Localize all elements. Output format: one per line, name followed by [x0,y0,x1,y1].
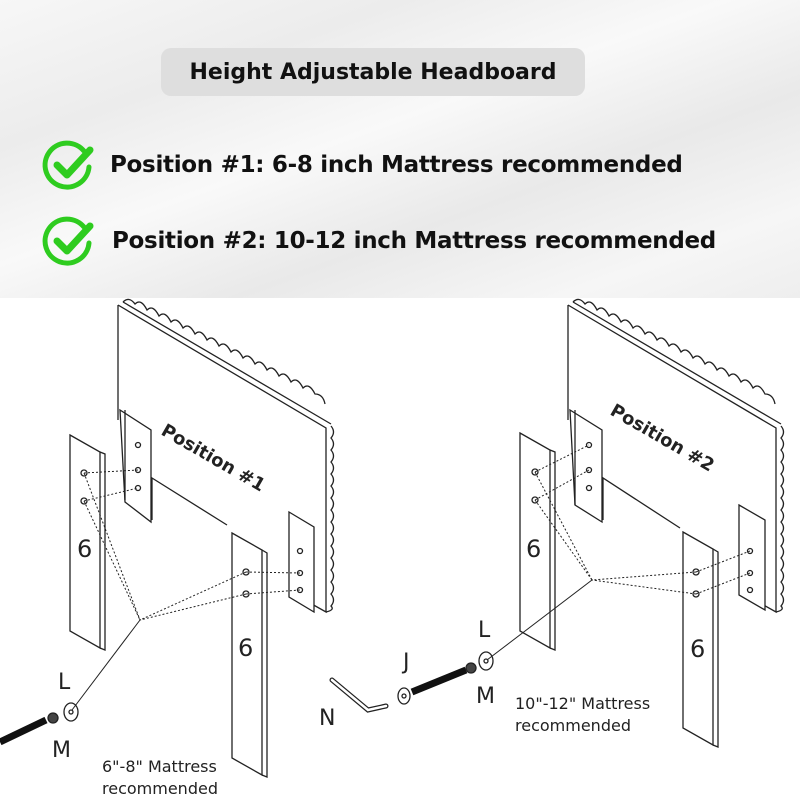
mattress-note-line1: 6"-8" Mattress [102,757,217,776]
part-label-m: M [476,684,495,709]
feature-text: Position #1: 6-8 inch Mattress recommend… [110,152,683,178]
check-circle-icon [42,216,94,266]
allen-key-icon [329,677,389,713]
part-label-l: L [478,618,491,643]
leg-label: 6 [690,635,706,663]
part-label-l: L [58,670,71,695]
leg-label: 6 [77,535,93,563]
mattress-note-line1: 10"-12" Mattress [515,694,651,713]
feature-item-position-1: Position #1: 6-8 inch Mattress recommend… [40,137,683,193]
feature-text: Position #2: 10-12 inch Mattress recomme… [112,228,716,254]
right-assembly [329,298,785,748]
feature-item-position-2: Position #2: 10-12 inch Mattress recomme… [40,213,716,269]
scallop-top-edge-icon [122,298,326,405]
page-title: Height Adjustable Headboard [189,59,557,85]
part-label-n: N [319,706,336,731]
mattress-note-line2: recommended [515,716,631,735]
assembly-diagram [0,298,785,778]
title-banner: Height Adjustable Headboard [161,48,585,96]
left-assembly [0,298,335,778]
part-label-m: M [52,738,71,763]
check-circle-icon [42,140,94,190]
mattress-note-line2: recommended [102,779,218,798]
leg-label: 6 [238,634,254,662]
leg-label: 6 [526,535,542,563]
part-label-j: J [403,650,410,675]
